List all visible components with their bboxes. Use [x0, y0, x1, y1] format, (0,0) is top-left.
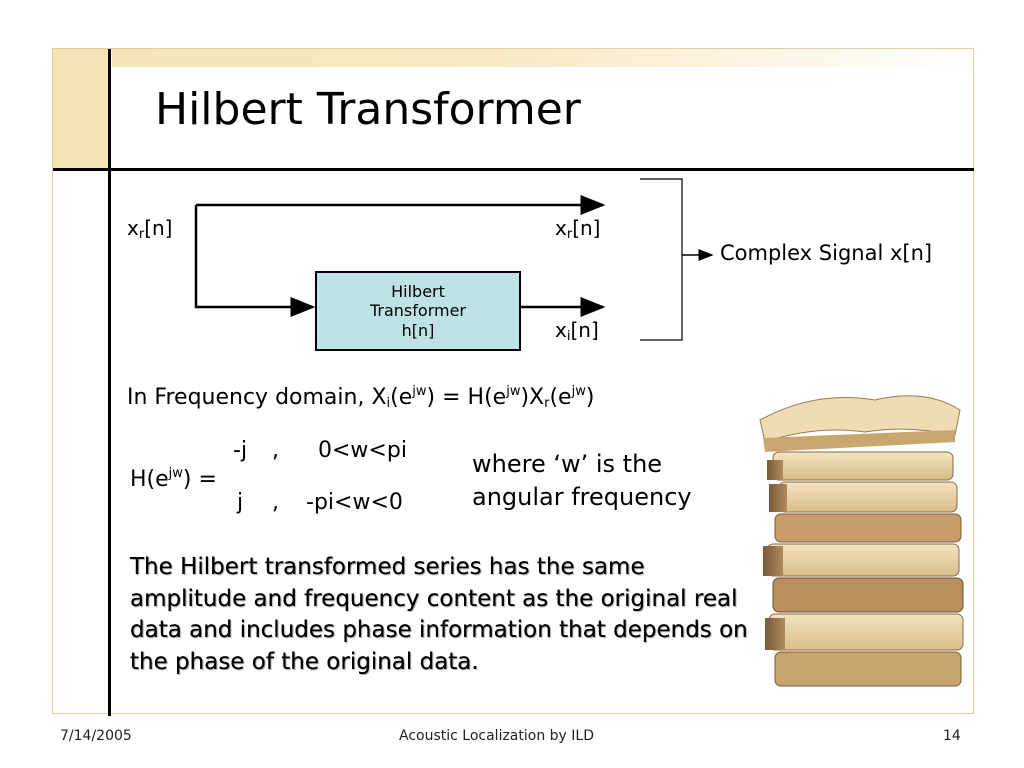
slide-title: Hilbert Transformer: [155, 84, 581, 135]
case1-value: -j: [233, 438, 248, 463]
case2-comma: ,: [272, 490, 279, 515]
grouping-bracket: [640, 178, 683, 341]
note-line-1: where ‘w’ is the: [472, 450, 663, 478]
h-definition-lhs: H(ejw) =: [130, 466, 217, 492]
vertical-rule: [108, 49, 111, 716]
imag-output-label: xi[n]: [555, 318, 599, 344]
accent-band-top: [112, 49, 973, 67]
complex-signal-label: Complex Signal x[n]: [720, 241, 933, 265]
block-line-3: h[n]: [401, 320, 435, 340]
real-output-label: xr[n]: [555, 216, 601, 242]
block-line-2: Transformer: [369, 301, 466, 321]
case2-value: j: [237, 490, 244, 515]
case1-comma: ,: [272, 438, 279, 463]
footer-title: Acoustic Localization by ILD: [399, 728, 594, 744]
case1-condition: 0<w<pi: [318, 438, 407, 463]
block-line-1: Hilbert: [391, 282, 445, 302]
case2-condition: -pi<w<0: [306, 490, 403, 515]
page-number: 14: [943, 728, 961, 744]
horizontal-rule: [53, 168, 974, 171]
footer-date: 7/14/2005: [60, 728, 132, 744]
summary-paragraph: The Hilbert transformed series has the s…: [130, 554, 748, 675]
hilbert-transformer-block: Hilbert Transformer h[n]: [315, 271, 521, 351]
branch-to-box-arrow: [194, 205, 316, 317]
input-signal-label: xr[n]: [127, 216, 173, 242]
accent-band-left: [53, 49, 109, 170]
book-stack-image: [759, 395, 964, 687]
slide-frame: [52, 48, 974, 714]
note-line-2: angular frequency: [472, 483, 692, 512]
angular-frequency-note: where ‘w’ is the angular frequency: [472, 448, 692, 514]
frequency-domain-equation: In Frequency domain, Xi(ejw) = H(ejw)Xr(…: [127, 384, 595, 411]
